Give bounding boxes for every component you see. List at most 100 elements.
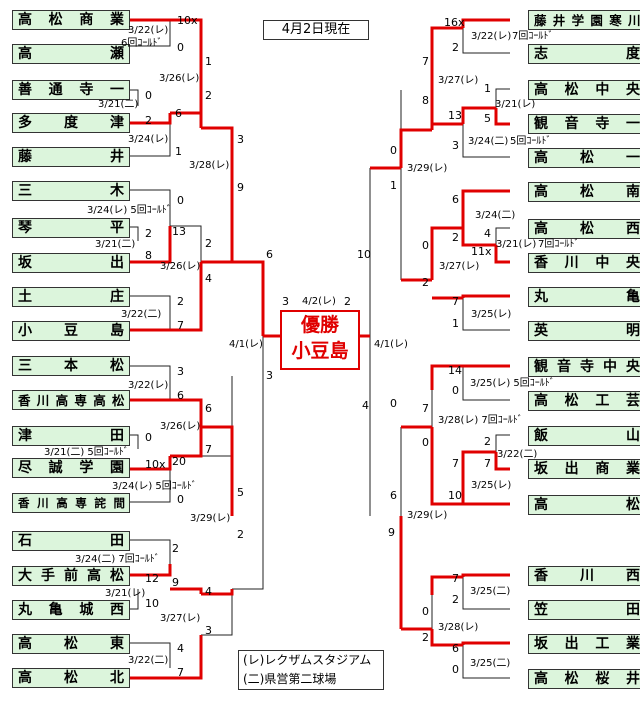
score: 1 (452, 317, 459, 330)
date-label: 4/2(レ) (302, 296, 336, 307)
score: 4 (205, 585, 212, 598)
bracket-line (130, 20, 171, 47)
date-label: 3/24(レ) 5回ｺｰﾙﾄﾞ (112, 481, 197, 492)
winner-path-line (461, 450, 496, 504)
score: 2 (145, 114, 152, 127)
score: 0 (422, 605, 429, 618)
team-name: 高松桜井 (528, 669, 640, 689)
bracket-line (462, 298, 510, 331)
score: 2 (237, 528, 244, 541)
score: 2 (145, 227, 152, 240)
score: 10x (145, 458, 166, 471)
team-name: 香川西 (528, 566, 640, 586)
score: 3 (205, 624, 212, 637)
date-label: 3/29(レ) (407, 510, 448, 521)
date-label: 3/21(レ) (495, 99, 536, 110)
bracket-line (462, 124, 510, 158)
score: 0 (177, 41, 184, 54)
team-name: 高松北 (12, 668, 130, 688)
score: 7 (422, 55, 429, 68)
team-name: 香川中央 (528, 253, 640, 273)
score: 10x (177, 14, 198, 27)
score: 4 (205, 272, 212, 285)
bracket-line (495, 227, 510, 245)
bracket-line (130, 89, 139, 106)
team-name: 高松南 (528, 182, 640, 202)
team-name: 高松東 (12, 634, 130, 654)
score: 13 (448, 109, 462, 122)
winner-path-line (130, 456, 172, 471)
score: 1 (390, 179, 397, 192)
bracket-line (130, 642, 171, 668)
score: 9 (388, 526, 395, 539)
score: 2 (422, 276, 429, 289)
winner-path-line (130, 635, 203, 680)
date-label: 3/28(レ) 7回ｺｰﾙﾄﾞ (438, 415, 523, 426)
winner-path-line (201, 425, 234, 516)
date-label: 3/22(二) (497, 449, 538, 460)
score: 0 (422, 239, 429, 252)
score: 10 (448, 489, 462, 502)
date-label: 3/26(レ) (159, 73, 200, 84)
team-name: 香川高専高松 (12, 390, 130, 410)
date-label: 4/1(レ) (374, 339, 408, 350)
score: 6 (175, 107, 182, 120)
date-label: 3/24(二) 7回ｺｰﾙﾄﾞ (75, 554, 160, 565)
score: 2 (344, 295, 351, 308)
team-name: 小豆島 (12, 321, 130, 341)
bracket-line (495, 88, 510, 108)
score: 0 (177, 493, 184, 506)
winner-path-line (430, 629, 463, 647)
score: 7 (484, 457, 491, 470)
date-label: 3/22(二) (121, 309, 162, 320)
date-label: 3/21(二) (98, 99, 139, 110)
date-label: 3/28(レ) (189, 160, 230, 171)
team-name: 丸亀城西 (12, 600, 130, 620)
team-name: 善通寺一 (12, 80, 130, 100)
score: 20 (172, 455, 186, 468)
winner-path-line (232, 260, 265, 336)
champion-title: 優勝 (300, 314, 339, 336)
score: 2 (452, 41, 459, 54)
bracket-line (232, 376, 264, 590)
score: 6 (452, 193, 459, 206)
team-name: 坂出商業 (528, 459, 640, 479)
team-name: 津田 (12, 426, 130, 446)
winner-path-line (170, 587, 203, 594)
score: 7 (452, 457, 459, 470)
score: 11x (471, 245, 492, 258)
date-label: 3/22(レ) (128, 380, 169, 391)
bracket-line (130, 295, 171, 330)
date-label: 3/25(二) (470, 586, 511, 597)
score: 6 (266, 248, 273, 261)
score: 2 (452, 593, 459, 606)
winner-path-line (494, 245, 510, 264)
score: 2 (422, 631, 429, 644)
date-label: 3/26(レ) (160, 421, 201, 432)
bracket-line (130, 189, 171, 226)
score: 0 (390, 397, 397, 410)
date-label: 3/25(レ) 5回ｺｰﾙﾄﾞ (470, 378, 555, 389)
bracket-line (495, 434, 510, 452)
team-name: 大手前高松 (12, 566, 130, 586)
champion-box: 優勝 小豆島 (280, 310, 360, 370)
score: 7 (205, 443, 212, 456)
bracket-line (170, 225, 202, 262)
winner-path-line (130, 226, 172, 264)
date-label: 3/24(レ) (128, 134, 169, 145)
score: 13 (172, 225, 186, 238)
bracket-line (462, 577, 510, 610)
team-name: 丸亀 (528, 287, 640, 307)
score: 12 (145, 572, 159, 585)
score: 1 (484, 82, 491, 95)
winner-path-line (430, 26, 463, 130)
legend-item: (二)県営第二球場 (243, 672, 337, 686)
score: 5 (237, 486, 244, 499)
winner-path-line (130, 398, 203, 427)
venue-legend: (レ)レクザムスタジアム (二)県営第二球場 (238, 650, 384, 690)
score: 4 (484, 227, 491, 240)
date-label: 3/25(二) (470, 658, 511, 669)
team-name: 高松 (528, 495, 640, 515)
score: 7 (452, 295, 459, 308)
